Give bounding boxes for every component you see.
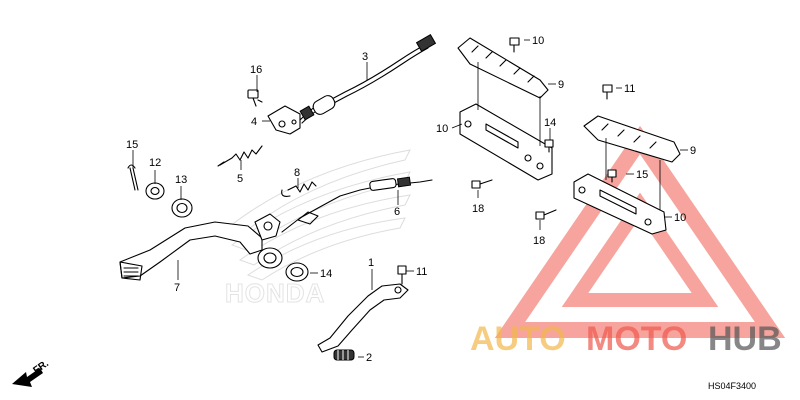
watermark-middle: MOTO xyxy=(586,320,687,358)
callout-labels: 3 16 4 5 15 12 13 7 8 6 14 1 2 11 10 9 1… xyxy=(126,35,696,364)
callout-13: 12 xyxy=(149,157,161,169)
part-7-brake-pedal xyxy=(119,213,283,281)
part-14-seal-upper xyxy=(171,198,193,218)
part-6-rod xyxy=(281,176,433,233)
callout-16: 15 xyxy=(126,139,138,151)
callout-17: 16 xyxy=(250,64,262,76)
part-10-bracket-lower xyxy=(573,173,667,235)
callout-14-upper: 13 xyxy=(175,174,187,186)
callout-15-lower: 15 xyxy=(636,169,648,181)
callout-10-upper: 10 xyxy=(436,123,448,135)
callout-3: 3 xyxy=(362,51,368,63)
callout-7: 7 xyxy=(174,282,180,294)
part-11-bolt-lower xyxy=(602,84,613,100)
part-12-bolt xyxy=(397,265,407,285)
watermark-suffix: HUB xyxy=(708,320,782,358)
part-2-rubber xyxy=(333,349,355,361)
callout-18-lower: 18 xyxy=(533,235,545,247)
honda-wing-watermark: HONDA xyxy=(224,149,411,309)
part-10-bracket-upper xyxy=(459,103,553,181)
callout-12: 11 xyxy=(416,266,427,278)
part-16-cotter-pin xyxy=(127,164,139,191)
part-1-shift-lever xyxy=(317,283,409,353)
callout-2: 2 xyxy=(366,352,372,364)
watermark-prefix: AUTO xyxy=(470,320,566,358)
callout-8: 8 xyxy=(294,167,300,179)
front-direction-marker: FR. xyxy=(12,358,51,387)
callout-1: 1 xyxy=(368,257,374,269)
callout-5: 5 xyxy=(237,173,243,185)
part-15-bolt-lower xyxy=(607,169,617,183)
part-18-bolt-upper xyxy=(471,179,493,189)
part-13-washer xyxy=(145,182,165,200)
diagram-code: HS04F3400 xyxy=(708,381,756,391)
callout-11-lower: 11 xyxy=(624,83,635,95)
part-18-bolt-lower xyxy=(535,209,557,220)
part-15-bolt-upper xyxy=(544,139,554,153)
part-17-bolt xyxy=(247,89,263,107)
callout-14-lower: 14 xyxy=(320,268,332,280)
callout-9-lower: 9 xyxy=(690,145,696,157)
part-3-cable xyxy=(299,33,437,124)
callout-4: 4 xyxy=(251,116,257,128)
callout-leaders xyxy=(132,39,688,358)
callout-15-upper: 14 xyxy=(544,117,556,129)
callout-11-upper: 10 xyxy=(532,35,544,47)
callout-18-upper: 18 xyxy=(472,203,484,215)
honda-brand-watermark: HONDA xyxy=(225,278,325,308)
automotohub-text-watermark: AUTO MOTO HUB xyxy=(470,320,782,358)
callout-9-upper: 9 xyxy=(558,79,564,91)
front-arrow-icon xyxy=(12,368,43,387)
automotohub-triangle xyxy=(494,125,786,338)
callout-6: 6 xyxy=(394,206,400,218)
part-8-spring xyxy=(281,181,317,197)
part-14-seal-lower xyxy=(285,262,309,282)
part-5-spring xyxy=(217,145,263,167)
callout-10-lower: 10 xyxy=(674,212,686,224)
part-9-footpeg-upper xyxy=(457,37,549,99)
part-4-bracket xyxy=(267,105,301,135)
part-9-footpeg-lower xyxy=(583,115,681,163)
part-11-bolt-upper xyxy=(509,37,520,53)
